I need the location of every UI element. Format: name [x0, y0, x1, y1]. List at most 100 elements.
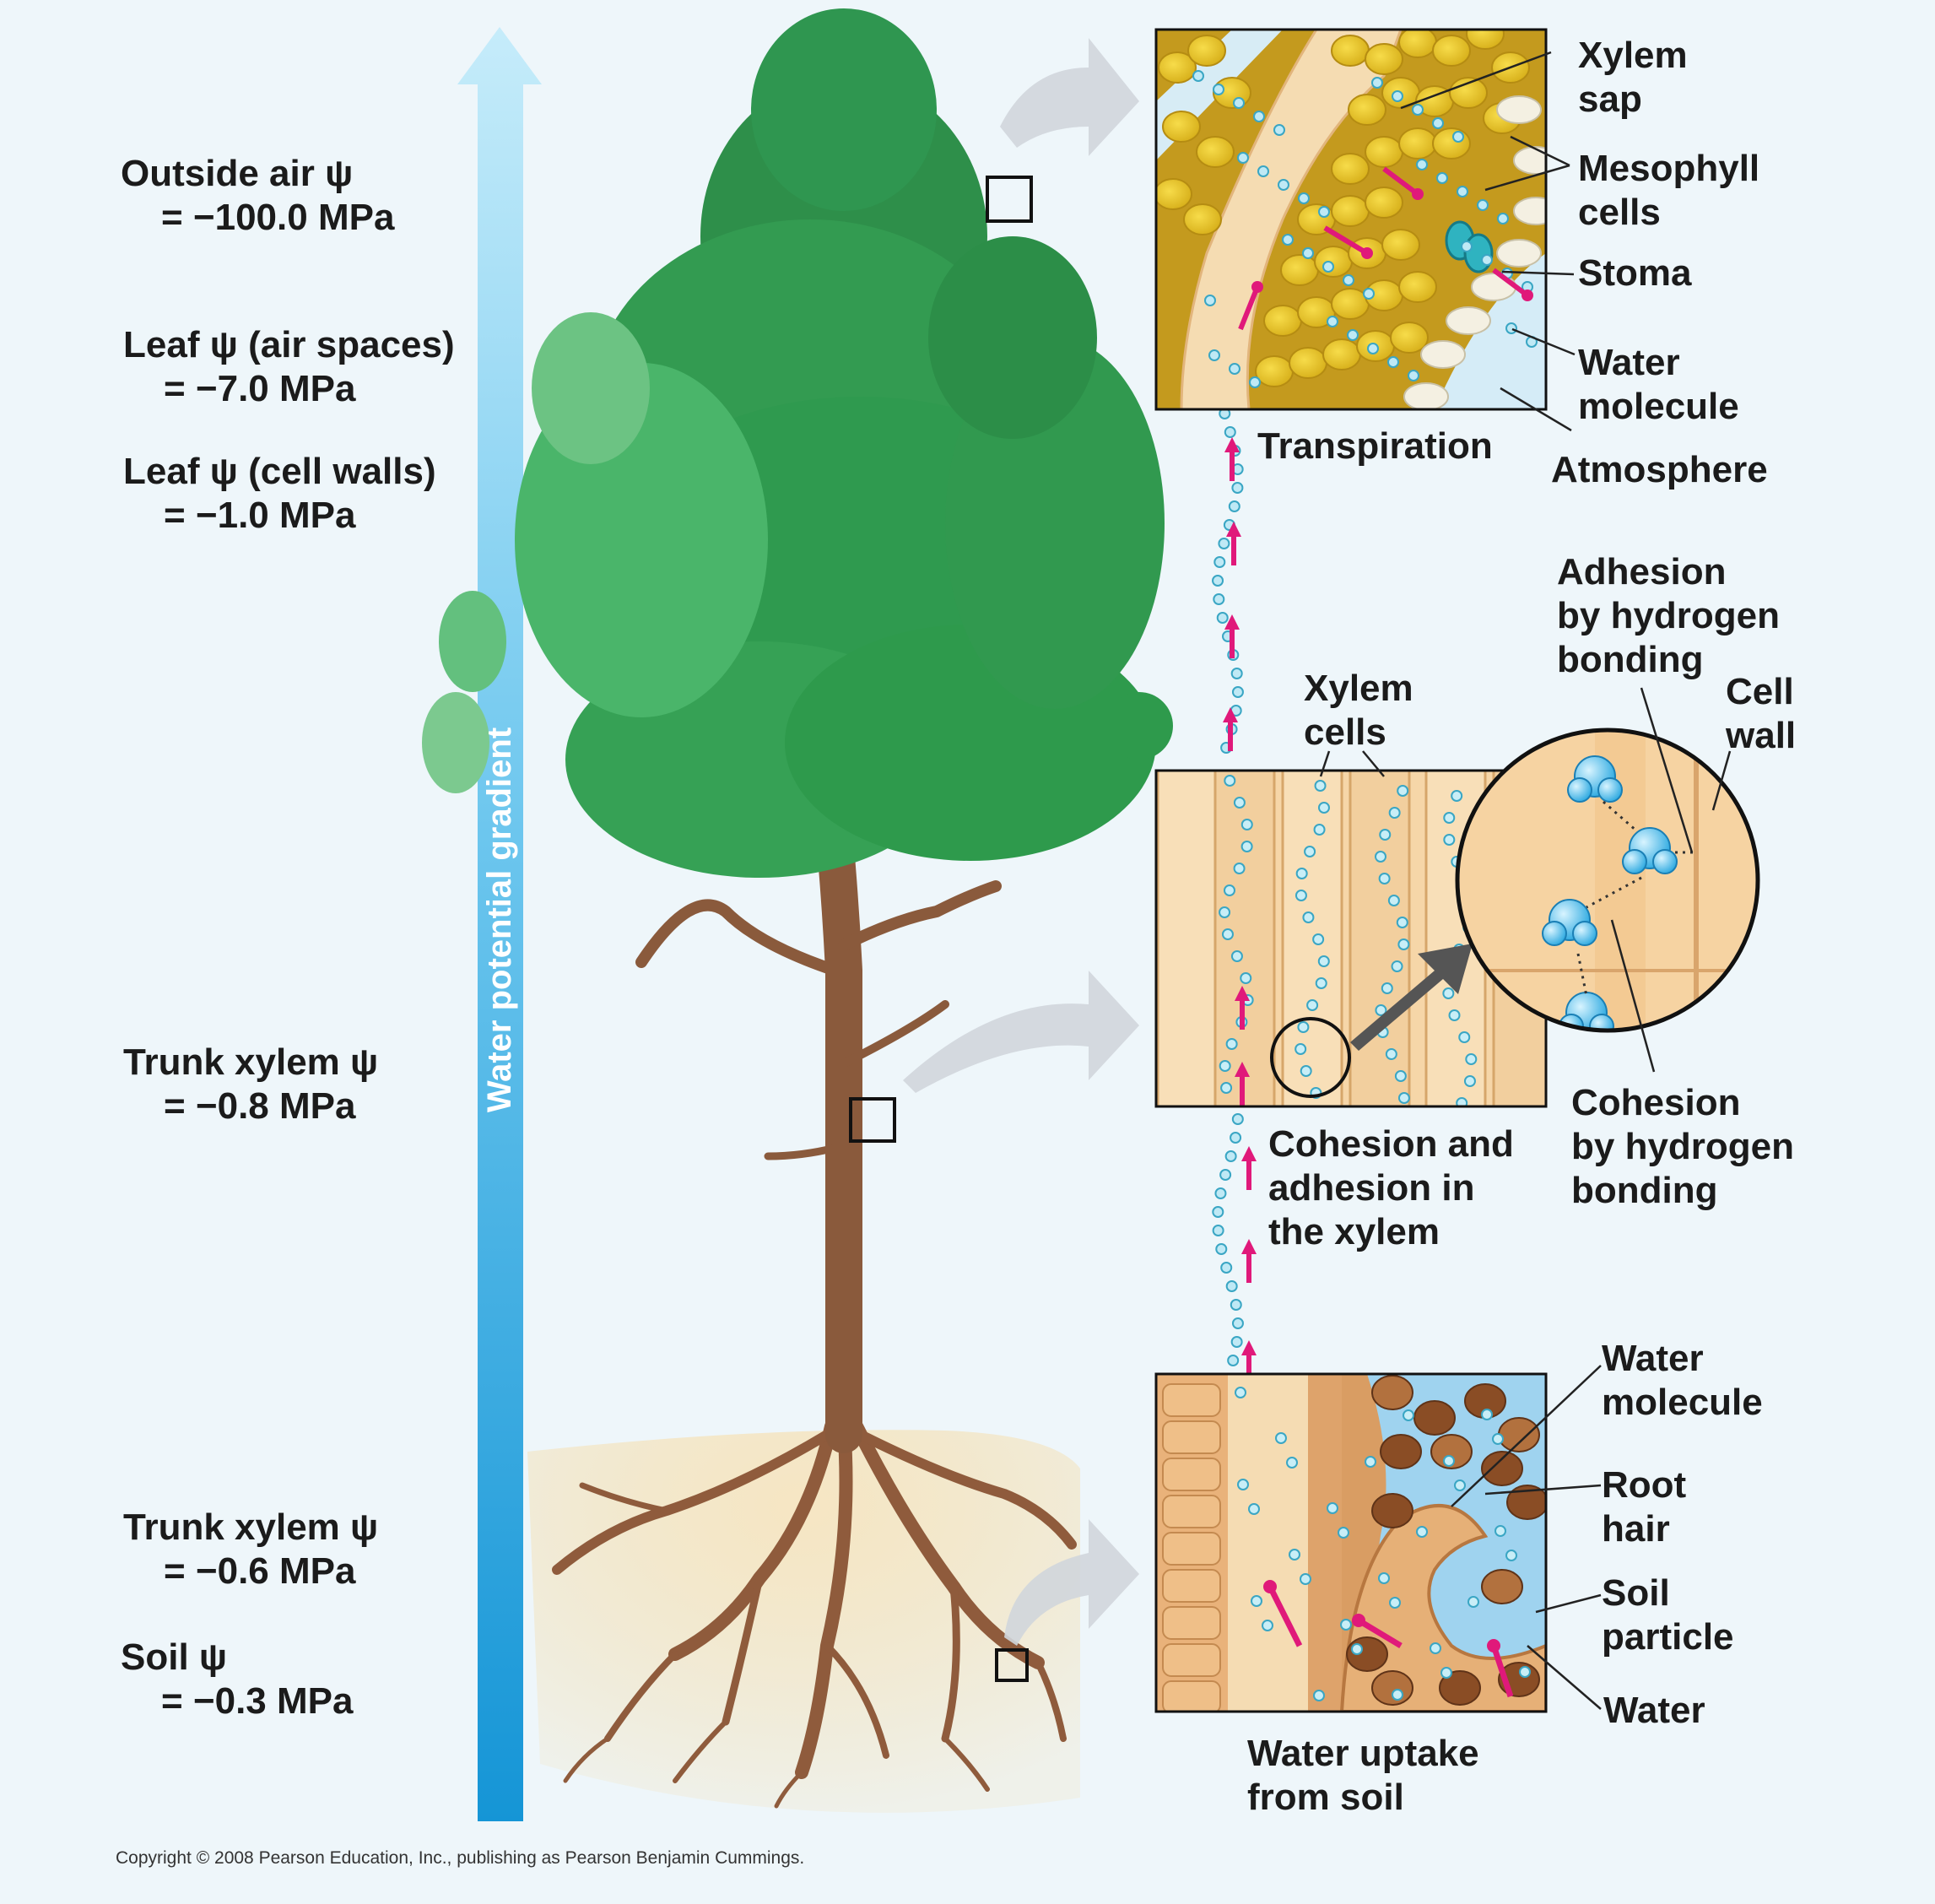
- flow-arrow: [1267, 1585, 1303, 1647]
- mesophyll-cell: [1365, 43, 1403, 75]
- water-molecule-dot: [1385, 1048, 1397, 1060]
- epidermis-cell: [1420, 340, 1466, 369]
- epidermis-cell: [1496, 95, 1542, 124]
- hydrogen-atom: [1542, 921, 1567, 946]
- roots: [552, 1420, 1077, 1809]
- water-molecule-dot: [1432, 117, 1444, 129]
- water-molecule-dot: [1442, 987, 1455, 999]
- water-molecule-dot: [1443, 812, 1456, 824]
- water-molecule-dot: [1456, 1097, 1468, 1106]
- hydrogen-atom: [1622, 849, 1647, 874]
- water-molecule-dot: [1229, 363, 1240, 375]
- epidermis-cell: [1513, 146, 1546, 175]
- flow-arrowhead: [1223, 707, 1238, 722]
- water-molecule-label: Water molecule: [1578, 341, 1739, 429]
- label-line: molecule: [1578, 386, 1739, 427]
- water-molecule-dot: [1467, 1596, 1479, 1608]
- water-molecule-dot: [1273, 124, 1285, 136]
- soil-particle: [1371, 1670, 1413, 1706]
- xylem-vessel: [1156, 771, 1219, 1106]
- soil-particle: [1506, 1485, 1546, 1520]
- potential-name: Trunk xylem ψ: [123, 1041, 379, 1083]
- water-molecule-dot: [1218, 538, 1230, 549]
- water-molecule-dot: [1379, 829, 1392, 841]
- potential-value: = −0.8 MPa: [164, 1085, 356, 1127]
- mesophyll-cell: [1255, 355, 1294, 387]
- water-molecule-dot: [1378, 1572, 1390, 1584]
- water-molecule-dot: [1492, 1433, 1504, 1445]
- soil-particle: [1439, 1670, 1481, 1706]
- water-molecule-dot: [1416, 1526, 1428, 1538]
- root-cortex-cell: [1162, 1680, 1221, 1712]
- root-cortex-cell: [1162, 1383, 1221, 1417]
- foliage: [422, 8, 1173, 878]
- water-molecule-dot: [1223, 884, 1235, 896]
- flow-arrowhead: [1235, 986, 1250, 1001]
- water-molecule-dot: [1363, 288, 1375, 300]
- zoom-markers: [849, 176, 1033, 1682]
- flow-arrow: [1492, 268, 1529, 298]
- water-molecule-dot: [1240, 819, 1253, 830]
- label-line: sap: [1578, 78, 1642, 120]
- flow-arrowhead: [1263, 1580, 1277, 1593]
- flow-arrowhead: [1522, 289, 1533, 301]
- label-line: by hydrogen: [1557, 595, 1781, 636]
- stoma-guard-cell: [1463, 233, 1494, 273]
- flow-arrowhead: [1251, 281, 1263, 293]
- leaf-air-spaces-potential: Leaf ψ (air spaces) = −7.0 MPa: [123, 323, 455, 411]
- water-molecule-dot: [1230, 1132, 1242, 1144]
- water-molecule-dot: [1302, 911, 1315, 923]
- root-cortex-cell: [1162, 1420, 1221, 1454]
- water-molecule-dot: [1233, 863, 1246, 874]
- water-molecule-dot: [1295, 1043, 1307, 1055]
- label-line: wall: [1726, 715, 1797, 756]
- water-molecule-dot: [1403, 1409, 1414, 1421]
- label-line: hair: [1602, 1508, 1670, 1550]
- epidermis-cell: [1513, 197, 1546, 225]
- flow-arrowhead: [1226, 522, 1241, 537]
- water-molecule-dot: [1230, 668, 1243, 679]
- mesophyll-cell: [1156, 178, 1192, 210]
- water-molecule-dot: [1451, 790, 1463, 802]
- mesophyll-cell: [1187, 35, 1226, 67]
- water-molecule-dot: [1225, 1038, 1238, 1050]
- water-molecule-dot: [1452, 131, 1464, 143]
- cohesion-adhesion-caption: Cohesion and adhesion in the xylem: [1268, 1122, 1514, 1254]
- mesophyll-cell: [1183, 203, 1222, 235]
- water-molecule-dot: [1458, 1031, 1471, 1043]
- water-molecule-dot: [1389, 1597, 1401, 1609]
- mesophyll-cell: [1390, 322, 1429, 354]
- water-molecule-dot: [1214, 1187, 1227, 1199]
- water-molecule-dot: [1212, 575, 1224, 587]
- xylem-vessel: [1349, 771, 1411, 1106]
- water-molecule-dot: [1237, 1479, 1249, 1490]
- water-molecule-dot: [1212, 1206, 1224, 1218]
- water-molecule-dot: [1416, 159, 1428, 170]
- water-molecule-dot: [1318, 206, 1330, 218]
- mesophyll-cell: [1280, 254, 1319, 286]
- water-molecule-dot: [1457, 186, 1468, 197]
- root-water-molecule-label: Water molecule: [1602, 1337, 1763, 1425]
- potential-name: Soil ψ: [121, 1636, 228, 1678]
- water-molecule-dot: [1392, 90, 1403, 102]
- water-molecule-dot: [1225, 1280, 1238, 1292]
- water-molecule-dot: [1224, 1150, 1237, 1162]
- soil-particle: [1498, 1417, 1540, 1452]
- mesophyll-cell: [1466, 30, 1505, 50]
- water-potential-gradient-arrow: [457, 27, 542, 1821]
- label-line: by hydrogen: [1571, 1126, 1795, 1167]
- water-column: [1212, 408, 1257, 1384]
- water-molecule-dot: [1481, 254, 1493, 266]
- root-cortex-cell: [1162, 1569, 1221, 1603]
- flow-arrow: [1357, 1617, 1403, 1649]
- xylem-vessel: [1281, 771, 1343, 1106]
- water-molecule-dot: [1253, 111, 1265, 122]
- water-molecule-dot: [1396, 917, 1408, 928]
- water-molecule-dot: [1505, 1550, 1517, 1561]
- water-molecule-dot: [1295, 868, 1308, 879]
- water-molecule-dot: [1392, 1689, 1403, 1701]
- soil-particle-label: Soil particle: [1602, 1571, 1734, 1659]
- water-molecule-dot: [1289, 1549, 1300, 1561]
- mesophyll-cell: [1398, 127, 1437, 160]
- water-molecule-dot: [1327, 1502, 1338, 1514]
